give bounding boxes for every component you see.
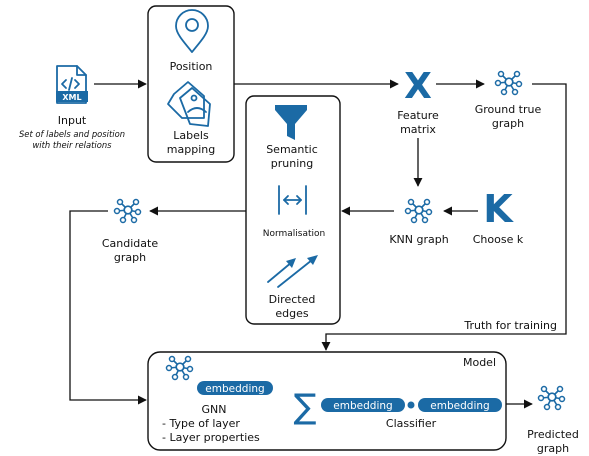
directed-edges-icon <box>267 255 318 288</box>
position-label: Position <box>170 60 213 73</box>
connectors <box>69 79 567 409</box>
semantic-pruning-line-1: Semantic <box>266 143 318 156</box>
classifier-title: Classifier <box>386 417 437 430</box>
feature-matrix-symbol: X <box>404 66 432 107</box>
candidate-graph-line-1: Candidate <box>102 237 158 250</box>
gnn-title: GNN <box>202 403 227 416</box>
xml-file-icon <box>56 65 88 104</box>
directed-edges-line-1: Directed <box>269 293 316 306</box>
predicted-graph-line-2: graph <box>537 442 569 455</box>
join-dot <box>407 401 415 409</box>
funnel-icon <box>275 105 307 140</box>
ground-true-graph-line-1: Ground true <box>475 103 542 116</box>
classifier-embedding-pill-1 <box>321 398 405 412</box>
directed-edges-line-2: edges <box>275 307 309 320</box>
truth-for-training-label: Truth for training <box>463 319 557 332</box>
knn-graph-label: KNN graph <box>389 233 448 246</box>
predicted-graph-icon <box>537 385 566 411</box>
model-title: Model <box>463 356 496 369</box>
choose-k-label: Choose k <box>473 233 524 246</box>
tags-icon <box>167 81 211 127</box>
predicted-graph-line-1: Predicted <box>527 428 579 441</box>
input-subtitle-2: with their relations <box>32 140 112 150</box>
feature-matrix-line-2: matrix <box>400 123 436 136</box>
choose-k-symbol: K <box>483 187 514 231</box>
feature-matrix-line-1: Feature <box>397 109 439 122</box>
semantic-pruning-line-2: pruning <box>271 157 313 170</box>
gnn-item-1: - Type of layer <box>162 417 240 430</box>
gnn-embedding-pill <box>197 381 273 395</box>
normalisation-label: Normalisation <box>263 229 326 239</box>
labels-mapping-line-2: mapping <box>167 143 215 156</box>
ground-true-graph-icon <box>494 70 523 96</box>
gnn-embedding-text: embedding <box>205 383 264 395</box>
sum-symbol: ∑ <box>294 387 317 427</box>
input-title: Input <box>58 114 87 127</box>
xml-file-tag: XML <box>62 93 81 102</box>
gnn-item-2: - Layer properties <box>162 431 260 444</box>
location-pin-icon <box>175 9 209 53</box>
candidate-graph-line-2: graph <box>114 251 146 264</box>
labels-mapping-line-1: Labels <box>173 129 209 142</box>
classifier-embedding-pill-2 <box>418 398 502 412</box>
normalise-arrows-icon <box>278 185 307 215</box>
classifier-embedding-2-text: embedding <box>430 400 489 412</box>
classifier-embedding-1-text: embedding <box>333 400 392 412</box>
graph-construction-box <box>245 95 341 325</box>
candidate-graph-icon <box>113 198 142 224</box>
knn-graph-icon <box>404 198 433 224</box>
input-subtitle-1: Set of labels and position <box>19 129 125 139</box>
ground-true-graph-line-2: graph <box>492 117 524 130</box>
